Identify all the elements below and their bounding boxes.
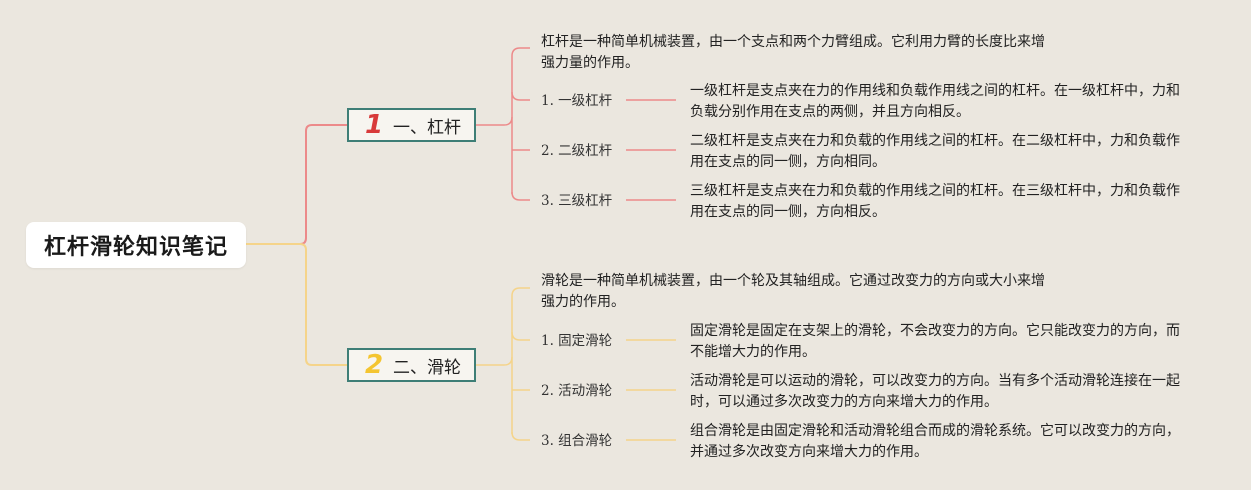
- branch-label-lever: 一、杠杆: [393, 117, 461, 138]
- pulley-child-2-text: 活动滑轮是可以运动的滑轮，可以改变力的方向。当有多个活动滑轮连接在一起时，可以通…: [690, 373, 1180, 410]
- branch-label-pulley: 二、滑轮: [393, 357, 461, 378]
- root-title: 杠杆滑轮知识笔记: [43, 235, 228, 260]
- connector-pulley-child-1: [511, 331, 530, 341]
- connector-root-to-pulley: [246, 243, 347, 366]
- lever-description: 杠杆是一种简单机械装置，由一个支点和两个力臂组成。它利用力臂的长度比来增强力量的…: [541, 34, 1045, 71]
- branch-lever[interactable]: 1 一、杠杆: [347, 108, 476, 142]
- connector-lever-child-1: [511, 91, 530, 101]
- pulley-child-1-text: 固定滑轮是固定在支架上的滑轮，不会改变力的方向。它只能改变力的方向，而不能增大力…: [690, 323, 1180, 360]
- connector-pulley-desc: [503, 287, 530, 366]
- pulley-description: 滑轮是一种简单机械装置，由一个轮及其轴组成。它通过改变力的方向或大小来增强力的作…: [541, 273, 1045, 310]
- branch-number-2: 2: [365, 350, 384, 380]
- lever-child-1-label[interactable]: 1. 一级杠杆: [541, 93, 613, 109]
- lever-child-1-text: 一级杠杆是支点夹在力的作用线和负载作用线之间的杠杆。在一级杠杆中，力和负载分别作…: [690, 83, 1180, 120]
- pulley-child-3-text: 组合滑轮是由固定滑轮和活动滑轮组合而成的滑轮系统。它可以改变力的方向，并通过多次…: [690, 423, 1180, 460]
- lever-child-2-text: 二级杠杆是支点夹在力和负载的作用线之间的杠杆。在二级杠杆中，力和负载作用在支点的…: [690, 133, 1180, 170]
- lever-child-3-label[interactable]: 3. 三级杠杆: [541, 193, 613, 209]
- branch-number-1: 1: [365, 110, 384, 140]
- pulley-child-3-label[interactable]: 3. 组合滑轮: [541, 433, 613, 449]
- pulley-child-1-label[interactable]: 1. 固定滑轮: [541, 333, 613, 349]
- branch-pulley[interactable]: 2 二、滑轮: [347, 348, 476, 382]
- root-node[interactable]: 杠杆滑轮知识笔记: [26, 222, 246, 268]
- connector-root-to-lever: [246, 124, 347, 245]
- lever-child-3-text: 三级杠杆是支点夹在力和负载的作用线之间的杠杆。在三级杠杆中，力和负载作用在支点的…: [690, 183, 1180, 220]
- connector-pulley-child-3: [511, 431, 530, 441]
- connector-lever-desc: [503, 47, 530, 126]
- lever-child-2-label[interactable]: 2. 二级杠杆: [541, 143, 613, 159]
- connector-lever-child-3: [511, 191, 530, 201]
- pulley-child-2-label[interactable]: 2. 活动滑轮: [541, 383, 613, 399]
